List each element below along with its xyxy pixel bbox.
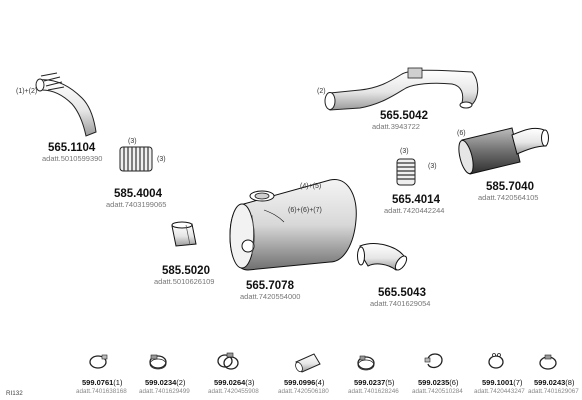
part-note: (6)+(6)+(7) (288, 207, 322, 214)
part-ref: adatt.7420442244 (384, 206, 445, 215)
part-note: (3) (157, 156, 166, 163)
part-note: (6) (457, 130, 466, 137)
part-code: 565.5043 (378, 287, 426, 299)
fitting-code: 599.0761(1) (82, 378, 123, 387)
fitting-ref: adatt.7401638168 (76, 388, 127, 395)
part-note: (3) (428, 163, 437, 170)
fitting-ref: adatt.7401629067 (528, 388, 579, 395)
part-code: 565.4014 (392, 194, 440, 206)
fitting-code: 599.0235(6) (418, 378, 459, 387)
part-code: 585.7040 (486, 181, 534, 193)
part-code: 565.5042 (380, 110, 428, 122)
fitting-code: 599.0996(4) (284, 378, 325, 387)
bent-pipe-icon (324, 67, 479, 111)
clamp-ring-icon (539, 354, 557, 370)
part-note: (3) (128, 138, 137, 145)
main-silencer-icon (229, 179, 357, 271)
double-clamp-icon (217, 352, 239, 370)
fitting-code: 599.0234(2) (145, 378, 186, 387)
fitting-ref: adatt.7420506180 (278, 388, 329, 395)
fitting-ref: adatt.7401629499 (139, 388, 190, 395)
part-code: 585.5020 (162, 265, 210, 277)
part-ref: adatt.7403199065 (106, 200, 167, 209)
pipe-sleeve-icon (295, 353, 321, 373)
part-code: 585.4004 (114, 188, 162, 200)
part-code: 565.7078 (246, 280, 294, 292)
fitting-code: 599.1001(7) (482, 378, 523, 387)
part-ref: adatt.3943722 (372, 122, 420, 131)
fitting-ref: adatt.7420455908 (208, 388, 259, 395)
part-ref: adatt.7420564105 (478, 193, 539, 202)
flex-hose-icon (396, 158, 416, 186)
part-ref: adatt.7420554000 (240, 292, 301, 301)
diagram-reference: RI132 (6, 390, 23, 397)
part-note: (2) (317, 88, 326, 95)
pipe-sleeve-icon (171, 221, 197, 247)
fitting-code: 599.0237(5) (354, 378, 395, 387)
fitting-ref: adatt.7420510284 (412, 388, 463, 395)
tail-pipe-icon (35, 72, 97, 137)
clamp-ring-icon (89, 354, 108, 369)
open-clamp-icon (424, 353, 443, 369)
part-code: 565.1104 (48, 142, 96, 154)
part-ref: adatt.5010626109 (154, 277, 215, 286)
fitting-ref: adatt.7401628246 (348, 388, 399, 395)
part-ref: adatt.7401629054 (370, 299, 431, 308)
part-note: (1)+(2) (16, 88, 38, 95)
spring-clamp-icon (488, 353, 504, 369)
fitting-code: 599.0264(3) (214, 378, 255, 387)
part-ref: adatt.5010599390 (42, 154, 103, 163)
bent-pipe-icon (357, 243, 408, 271)
rear-silencer-icon (458, 127, 549, 175)
clamp-ring-icon (357, 355, 375, 371)
part-note: (4)+(5) (300, 183, 322, 190)
fitting-code: 599.0243(8) (534, 378, 575, 387)
flex-hose-icon (119, 146, 153, 172)
band-clamp-icon (149, 354, 167, 370)
fitting-ref: adatt.7420443247 (474, 388, 525, 395)
part-note: (3) (400, 148, 409, 155)
